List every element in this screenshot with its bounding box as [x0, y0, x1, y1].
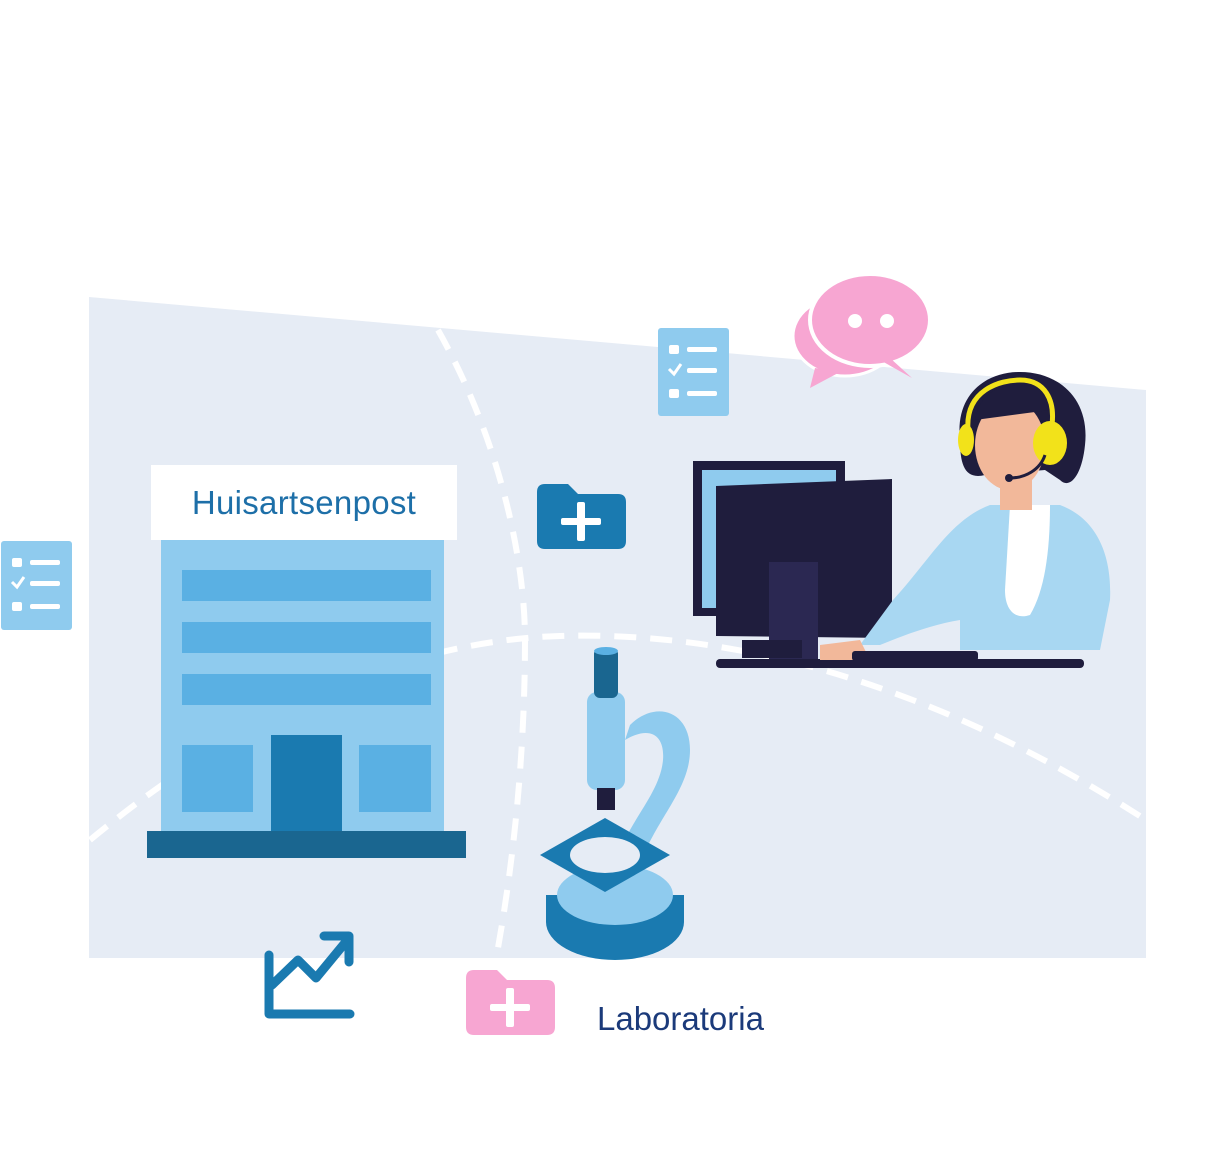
folder-plus-icon: [466, 970, 555, 1035]
folder-plus-icon: [537, 484, 626, 549]
checklist-icon: [658, 328, 729, 416]
gp-post-label: Huisartsenpost: [151, 465, 457, 540]
microscope-icon: [540, 647, 690, 960]
computer-monitor-icon: [693, 461, 1084, 668]
checklist-icon: [1, 541, 72, 630]
call-center-operator-icon: [820, 372, 1111, 661]
laboratory-label: Laboratoria: [597, 1000, 764, 1037]
chat-bubbles-icon: [791, 272, 932, 388]
gp-post-label-text: Huisartsenpost: [191, 483, 417, 521]
building-icon: [147, 540, 466, 858]
growth-chart-icon: [264, 931, 355, 1019]
